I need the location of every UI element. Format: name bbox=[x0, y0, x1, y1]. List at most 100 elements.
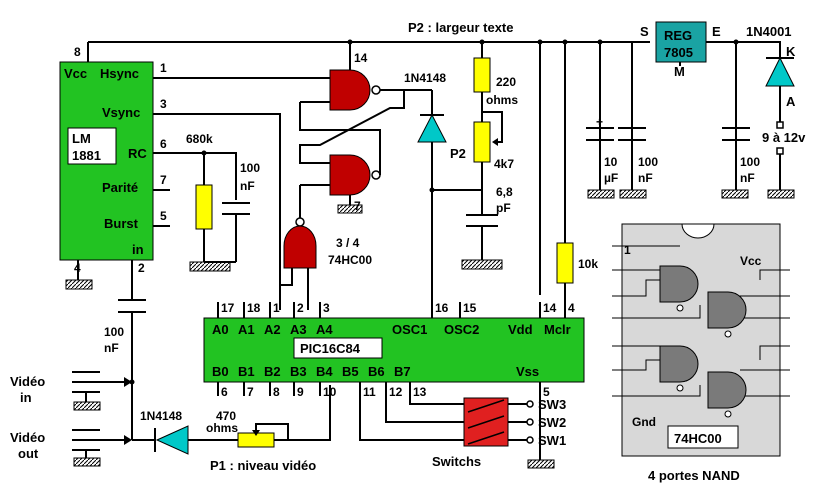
pic-top-pin-4: 3 bbox=[323, 301, 330, 315]
c10-label1: 10 bbox=[604, 155, 618, 169]
c100nf-a-label1: 100 bbox=[240, 161, 260, 175]
pic-top-pin-2: 1 bbox=[273, 301, 280, 315]
pic-bottom-pin-1: 7 bbox=[247, 385, 254, 399]
resistor-680k bbox=[195, 184, 213, 230]
pic-top-pin-3: 2 bbox=[297, 301, 304, 315]
c10-label2: µF bbox=[604, 171, 618, 185]
reg-k: K bbox=[786, 44, 796, 59]
c100nf-a-label2: nF bbox=[240, 179, 255, 193]
chip74-pin1: 1 bbox=[624, 243, 631, 257]
pic-bottom-pin-0: 6 bbox=[221, 385, 228, 399]
pic-top-label-8: Mclr bbox=[544, 322, 571, 337]
chip74-name: 74HC00 bbox=[674, 431, 722, 446]
capacitor-100nf-c bbox=[722, 127, 750, 141]
diode-1n4001 bbox=[765, 56, 795, 87]
pic-bottom-pin-3: 9 bbox=[297, 385, 304, 399]
nand-label2: 74HC00 bbox=[328, 253, 372, 267]
diode-upper bbox=[417, 113, 447, 143]
video-in-label2: in bbox=[20, 390, 32, 405]
pic-top-pin-0: 17 bbox=[221, 301, 235, 315]
cp-plus: + bbox=[596, 115, 603, 129]
pic-top-pin-7: 14 bbox=[543, 301, 557, 315]
r10k-label: 10k bbox=[578, 257, 598, 271]
pic-bottom-pin-8: 5 bbox=[543, 385, 550, 399]
pic-bottom-pin-6: 12 bbox=[389, 385, 403, 399]
switchs-label: Switchs bbox=[432, 454, 481, 469]
pic-name: PIC16C84 bbox=[300, 341, 361, 356]
pic-top-pin-5: 16 bbox=[435, 301, 449, 315]
regulator-7805 bbox=[655, 21, 707, 63]
video-out-connector bbox=[72, 429, 100, 458]
pic-bottom-pin-2: 8 bbox=[273, 385, 280, 399]
r470-label2: ohms bbox=[206, 421, 238, 435]
potentiometer-p2 bbox=[473, 121, 491, 163]
r220-label1: 220 bbox=[496, 75, 516, 89]
pic-top-label-2: A2 bbox=[264, 322, 281, 337]
pic-top-label-3: A3 bbox=[290, 322, 307, 337]
lm1881-burst: Burst bbox=[104, 216, 139, 231]
chip74-vcc: Vcc bbox=[740, 254, 762, 268]
pic-top-label-5: OSC1 bbox=[392, 322, 427, 337]
lm1881-parite: Parité bbox=[102, 180, 138, 195]
resistor-10k bbox=[556, 242, 574, 284]
nand-gate-third bbox=[283, 225, 317, 269]
pic-bottom-label-6: B6 bbox=[368, 364, 385, 379]
diode-upper-label: 1N4148 bbox=[404, 71, 446, 85]
pic-bottom-label-0: B0 bbox=[212, 364, 229, 379]
pic-top-pin-8: 4 bbox=[568, 301, 575, 315]
nand-gate-bottom bbox=[329, 154, 371, 196]
resistor-220 bbox=[473, 57, 491, 93]
c100nf-in-label2: nF bbox=[104, 341, 119, 355]
c68-label1: 6,8 bbox=[496, 185, 513, 199]
diode3-label: 1N4001 bbox=[746, 24, 792, 39]
pic-bottom-pin-5: 11 bbox=[363, 385, 376, 399]
sw2-label: SW2 bbox=[538, 415, 566, 430]
reg-a: A bbox=[786, 94, 796, 109]
lm1881-pin6: 6 bbox=[160, 137, 167, 151]
pic-bottom-label-4: B4 bbox=[316, 364, 333, 379]
sw3-label: SW3 bbox=[538, 397, 566, 412]
pic-bottom-label-8: Vss bbox=[516, 364, 539, 379]
pic-top-label-0: A0 bbox=[212, 322, 229, 337]
c100b-label2: nF bbox=[638, 171, 653, 185]
pic-top-label-4: A4 bbox=[316, 322, 333, 337]
pic-bottom-pin-4: 10 bbox=[323, 385, 337, 399]
lm1881-pin8: 8 bbox=[74, 45, 81, 59]
pic16c84-chip bbox=[203, 317, 585, 383]
lm1881-hsync: Hsync bbox=[100, 66, 139, 81]
capacitor-100nf-b bbox=[618, 127, 646, 141]
lm1881-pin7: 7 bbox=[160, 173, 167, 187]
lm1881-pin3: 3 bbox=[160, 97, 167, 111]
pic-bottom-label-1: B1 bbox=[238, 364, 255, 379]
nand-gate-top bbox=[329, 69, 371, 111]
capacitor-6pf8 bbox=[466, 214, 498, 260]
lm1881-vcc: Vcc bbox=[64, 66, 87, 81]
video-in-connector bbox=[72, 371, 100, 402]
c100c-label2: nF bbox=[740, 171, 755, 185]
diode-lower-label: 1N4148 bbox=[140, 409, 182, 423]
reg-s: S bbox=[640, 24, 649, 39]
reg-supply: 9 à 12v bbox=[762, 130, 806, 145]
pic-bottom-label-3: B3 bbox=[290, 364, 307, 379]
pic-top-label-1: A1 bbox=[238, 322, 255, 337]
video-out-label2: out bbox=[18, 446, 39, 461]
reg-m: M bbox=[674, 64, 685, 79]
chip-74hc00 bbox=[621, 223, 781, 457]
lm1881-pin2: 2 bbox=[138, 261, 145, 275]
capacitor-10uf bbox=[586, 127, 614, 141]
r470-label1: 470 bbox=[216, 409, 236, 423]
sw1-label: SW1 bbox=[538, 433, 566, 448]
lm1881-pin5: 5 bbox=[160, 209, 167, 223]
pic-bottom-label-5: B5 bbox=[342, 364, 359, 379]
lm1881-pin1: 1 bbox=[160, 61, 167, 75]
chip74-caption: 4 portes NAND bbox=[648, 468, 740, 483]
c100b-label1: 100 bbox=[638, 155, 658, 169]
video-out-label1: Vidéo bbox=[10, 430, 45, 445]
lm1881-vsync: Vsync bbox=[102, 105, 140, 120]
pic-bottom-pin-7: 13 bbox=[413, 385, 427, 399]
capacitor-100nf-in bbox=[118, 299, 146, 313]
